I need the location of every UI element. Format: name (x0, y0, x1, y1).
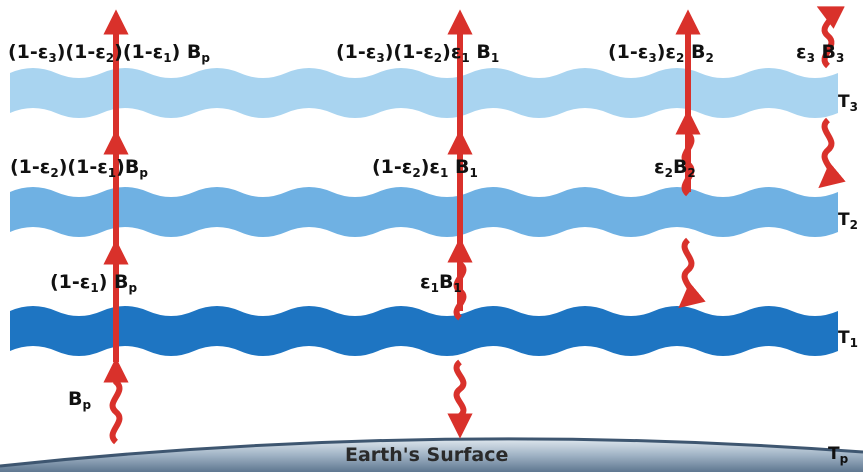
emission-layer3-up (825, 12, 832, 66)
emission-surface-up (113, 370, 120, 442)
emission-layer2-down (685, 240, 692, 300)
layer-2-band (10, 187, 838, 237)
emission-layer3-down (825, 120, 832, 180)
layer-1-band (10, 306, 838, 356)
emission-layer1-down (457, 362, 464, 426)
layer-3-band (10, 68, 838, 118)
